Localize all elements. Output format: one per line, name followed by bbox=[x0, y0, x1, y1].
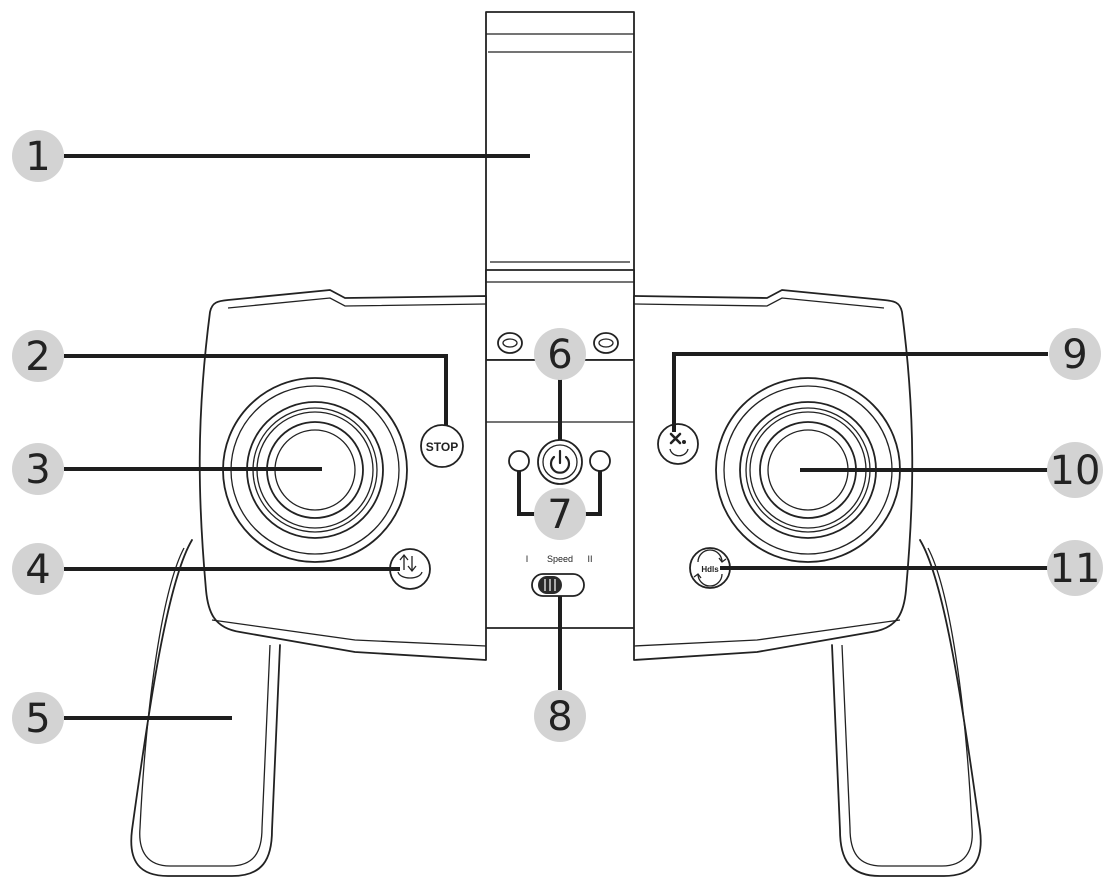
callouts: 1 2 3 4 5 6 7 8 bbox=[12, 130, 1103, 744]
svg-text:3: 3 bbox=[25, 447, 50, 493]
callout-2: 2 bbox=[12, 330, 64, 382]
speed-switch[interactable]: I Speed II bbox=[526, 554, 593, 597]
svg-text:2: 2 bbox=[25, 334, 50, 380]
callout-6: 6 bbox=[534, 328, 586, 380]
indicator-light-left bbox=[508, 450, 530, 472]
holder-screw-right bbox=[593, 332, 619, 354]
speed-high-label: II bbox=[587, 554, 592, 564]
callout-4: 4 bbox=[12, 543, 64, 595]
function-icon bbox=[669, 432, 689, 457]
svg-text:5: 5 bbox=[25, 696, 50, 742]
power-icon bbox=[549, 449, 571, 474]
svg-text:4: 4 bbox=[25, 547, 50, 593]
headless-icon bbox=[693, 549, 727, 587]
speed-title-label: Speed bbox=[547, 554, 573, 564]
callout-1: 1 bbox=[12, 130, 64, 182]
svg-text:11: 11 bbox=[1050, 546, 1101, 592]
callout-10: 10 bbox=[1047, 442, 1103, 498]
callout-9: 9 bbox=[1049, 328, 1101, 380]
indicator-light-right bbox=[589, 450, 611, 472]
callout-3: 3 bbox=[12, 443, 64, 495]
stop-button[interactable]: STOP bbox=[420, 424, 464, 468]
holder-screw-left bbox=[497, 332, 523, 354]
svg-text:9: 9 bbox=[1062, 332, 1087, 378]
svg-text:8: 8 bbox=[547, 694, 572, 740]
callout-7: 7 bbox=[534, 488, 586, 540]
left-handle bbox=[130, 539, 281, 877]
phone-holder bbox=[485, 11, 635, 361]
stop-button-label: STOP bbox=[426, 440, 458, 454]
headless-button-label: Hdls bbox=[701, 565, 719, 574]
callout-5: 5 bbox=[12, 692, 64, 744]
callout-8: 8 bbox=[534, 690, 586, 742]
svg-text:6: 6 bbox=[547, 332, 572, 378]
speed-switch-knob[interactable] bbox=[538, 576, 562, 594]
leader-lines bbox=[64, 154, 1048, 720]
right-handle bbox=[831, 539, 982, 877]
callout-11: 11 bbox=[1047, 540, 1103, 596]
svg-text:10: 10 bbox=[1050, 448, 1101, 494]
svg-text:7: 7 bbox=[547, 492, 572, 538]
takeoff-landing-icon bbox=[397, 553, 423, 579]
power-button[interactable] bbox=[537, 439, 583, 485]
svg-text:1: 1 bbox=[25, 134, 50, 180]
function-button[interactable] bbox=[657, 423, 699, 465]
speed-low-label: I bbox=[526, 554, 529, 564]
takeoff-landing-button[interactable] bbox=[389, 548, 431, 590]
